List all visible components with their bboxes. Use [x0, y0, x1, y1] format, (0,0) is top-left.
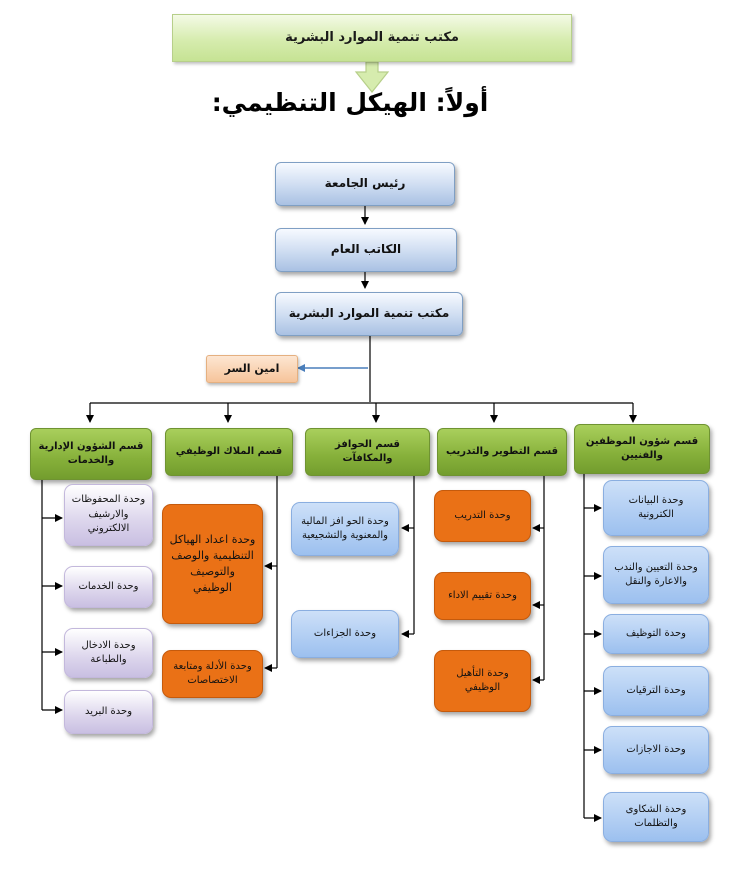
secretary-box: امين السر [206, 355, 298, 383]
unit-services: وحدة الخدمات [64, 566, 153, 608]
dept-staffing: قسم الملاك الوظيفي [165, 428, 293, 476]
unit-archives: وحدة المحفوظات والارشيف الالكتروني [64, 484, 153, 546]
hr-office-label: مكتب تنمية الموارد البشرية [288, 306, 450, 321]
president-box: رئيس الجامعة [275, 162, 455, 206]
dept-training: قسم التطوير والتدريب [437, 428, 567, 476]
unit-promotions: وحدة الترقيات [603, 666, 709, 716]
unit-hiring: وحدة التوظيف [603, 614, 709, 654]
unit-penalties: وحدة الجزاءات [291, 610, 399, 658]
unit-data-entry: وحدة الادخال والطباعة [64, 628, 153, 678]
president-label: رئيس الجامعة [324, 176, 406, 191]
unit-leaves: وحدة الاجازات [603, 726, 709, 774]
dept-admin-label: قسم الشؤون الإدارية والخدمات [38, 440, 144, 467]
unit-appointment-transfer: وحدة التعيين والندب والاعارة والنقل [603, 546, 709, 604]
dept-training-label: قسم التطوير والتدريب [445, 445, 559, 457]
unit-performance: وحدة تقييم الاداء [434, 572, 531, 620]
unit-complaints: وحدة الشكاوى والتظلمات [603, 792, 709, 842]
hr-office-banner: مكتب تنمية الموارد البشرية [172, 14, 572, 62]
secretary-label: امين السر [224, 362, 280, 376]
unit-training: وحدة التدريب [434, 490, 531, 542]
dept-employees-label: قسم شؤون الموظفين والفنيين [585, 435, 699, 462]
banner-arrow [354, 61, 390, 93]
secretary-general-box: الكاتب العام [275, 228, 457, 272]
unit-mail: وحدة البريد [64, 690, 153, 734]
dept-staffing-label: قسم الملاك الوظيفي [175, 445, 283, 457]
banner-title: مكتب تنمية الموارد البشرية [285, 29, 459, 45]
unit-electronic-data: وحدة البيانات الكترونية [603, 480, 709, 536]
unit-qualification: وحدة التأهيل الوظيفي [434, 650, 531, 712]
dept-incentives-label: قسم الحوافز والمكافآت [335, 438, 400, 465]
unit-structures: وحدة اعداد الهياكل التنظيمية والوصف والت… [162, 504, 263, 624]
dept-employees: قسم شؤون الموظفين والفنيين [574, 424, 710, 474]
secretary-general-label: الكاتب العام [330, 242, 402, 257]
page-heading: أولاً: الهيكل التنظيمي: [211, 88, 489, 117]
dept-admin: قسم الشؤون الإدارية والخدمات [30, 428, 152, 480]
hr-office-box: مكتب تنمية الموارد البشرية [275, 292, 463, 336]
dept-incentives: قسم الحوافز والمكافآت [305, 428, 430, 476]
unit-incentives: وحدة الحو افز المالية والمعنوية والتشجيع… [291, 502, 399, 556]
unit-guides: وحدة الأدلة ومتابعة الاختصاصات [162, 650, 263, 698]
